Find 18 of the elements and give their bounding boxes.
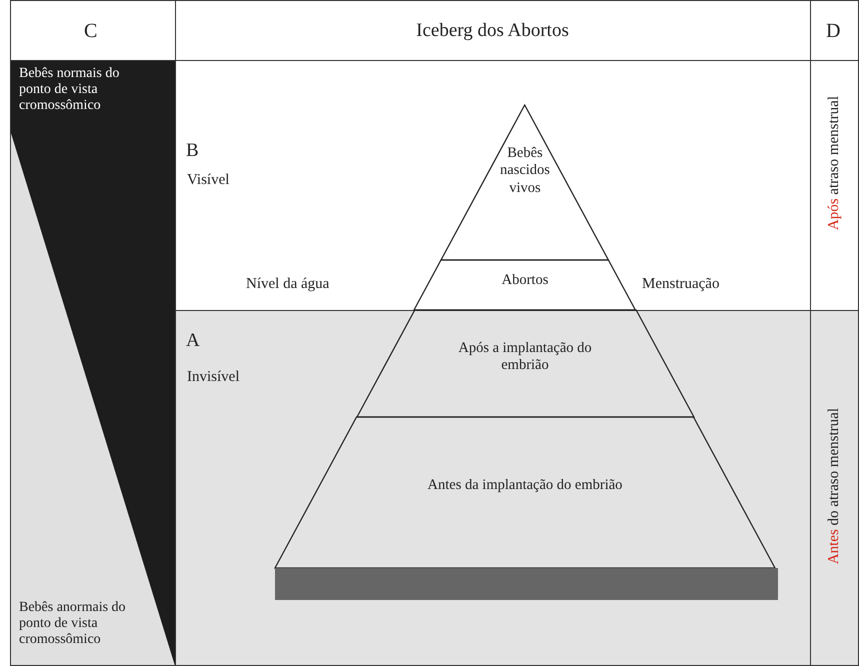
section-letter: B bbox=[186, 140, 199, 162]
segment-label: Abortos bbox=[500, 272, 550, 290]
menstruation-label: Menstruação bbox=[642, 276, 720, 294]
bottom-label: Bebês anormais do ponto de vista cromossômico bbox=[19, 600, 127, 648]
section-label: Invisível bbox=[187, 369, 240, 386]
section-label: Visível bbox=[187, 172, 230, 190]
segment-label: Após a implantação do embrião bbox=[457, 340, 593, 375]
base-bar bbox=[275, 568, 778, 600]
diagram-title: Iceberg dos Abortos bbox=[415, 20, 570, 42]
segment-label: Antes da implantação do embrião bbox=[426, 477, 624, 494]
segment-label: Bebês nascidos vivos bbox=[499, 145, 551, 198]
top-label: Bebês normais do ponto de vista cromossômico bbox=[19, 66, 120, 114]
side-label: Após atraso menstrual bbox=[826, 96, 843, 230]
column-letter: D bbox=[826, 20, 840, 43]
column-letter: C bbox=[84, 20, 98, 43]
side-label: Antes do atraso menstrual bbox=[826, 408, 843, 564]
water-level-label: Nível da água bbox=[246, 276, 330, 294]
section-letter: A bbox=[186, 330, 200, 352]
